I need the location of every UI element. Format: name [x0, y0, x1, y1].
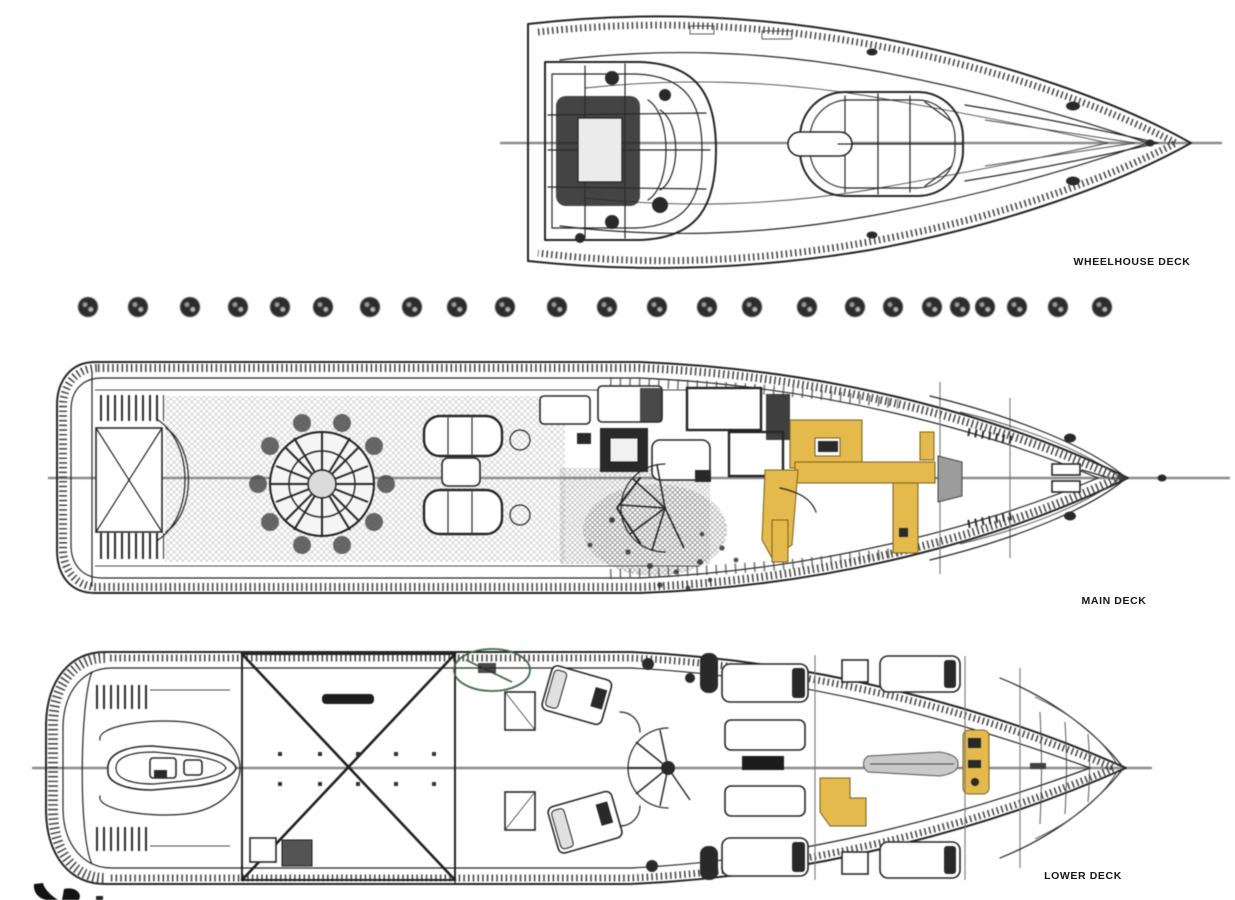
frame-number-marker: [447, 297, 467, 317]
frame-number-marker: [647, 297, 667, 317]
bow-lines: [964, 104, 1159, 182]
frame-number-marker: [1048, 297, 1068, 317]
frame-number-marker: [1092, 297, 1112, 317]
bow-frames: [964, 656, 1123, 880]
hull-outline: [56, 361, 1129, 594]
cleat: [1064, 511, 1076, 521]
keel-mark: [1030, 763, 1046, 769]
frame-number-marker: [180, 297, 200, 317]
lower-deck-plan: [32, 648, 1152, 885]
frame-number-marker: [270, 297, 290, 317]
frame-number-marker: [883, 297, 903, 317]
bed: [721, 663, 809, 703]
frame-number-marker: [360, 297, 380, 317]
frame-number-marker: [1007, 297, 1027, 317]
bed: [721, 837, 809, 877]
deck-speckles: [587, 517, 739, 591]
windlass-platform: [937, 455, 963, 503]
window-mullions: [609, 377, 899, 409]
lower-deck-label: LOWER DECK: [1044, 870, 1122, 882]
wheelhouse-deck-label: WHEELHOUSE DECK: [1073, 256, 1191, 268]
cleat: [866, 48, 878, 56]
cleat: [866, 231, 878, 239]
crossed-hatch-box: [95, 427, 163, 533]
cutoff-text-marks: [33, 883, 103, 900]
deck-texture: [583, 484, 727, 576]
cleat: [1066, 176, 1080, 186]
tender: [99, 720, 241, 816]
hull-outline: [527, 15, 1192, 269]
frame-number-marker: [228, 297, 248, 317]
pillar: [700, 653, 718, 693]
cleat: [1066, 101, 1080, 111]
spiral-stairs-lower: [627, 727, 691, 809]
frame-number-marker: [742, 297, 762, 317]
mid-cabins: [721, 655, 816, 880]
stern-hatching: [48, 653, 106, 883]
sheer-line-2: [584, 81, 1109, 205]
main-deck-label: MAIN DECK: [1081, 595, 1147, 607]
wheelhouse-deck-plan: [500, 15, 1222, 269]
engine-room-box: [240, 652, 457, 882]
bed: [724, 719, 806, 751]
frame-number-marker: [128, 297, 148, 317]
green-outline-area: [453, 648, 531, 692]
bed: [879, 841, 961, 879]
frame-number-marker: [975, 297, 995, 317]
door-swing: [619, 805, 641, 827]
frame-number-marker: [845, 297, 865, 317]
salon-furniture: [539, 385, 790, 482]
engine-room-label-blur: [322, 694, 374, 704]
bed: [879, 655, 961, 693]
crew-area: [819, 655, 990, 879]
helm-seat: [577, 117, 623, 183]
centerline-dots: [278, 752, 436, 786]
aft-sofa-group: [422, 414, 531, 536]
frame-number-marker: [78, 297, 98, 317]
frame-number-marker: [313, 297, 333, 317]
deck-hatch-detail: [689, 25, 715, 35]
frame-number-marker: [495, 297, 515, 317]
dark-console: [742, 756, 784, 770]
bow-fitting: [1157, 474, 1167, 482]
transom-seat-arc: [165, 427, 190, 533]
bed: [724, 785, 806, 817]
frame-number-marker: [950, 297, 970, 317]
gunwale-hatching: [59, 364, 1128, 591]
transom-arc: [81, 671, 93, 865]
galley-highlight: [761, 419, 936, 563]
foredeck-sunpad: [787, 91, 964, 197]
door-swing: [619, 711, 641, 733]
bow-details: [929, 395, 1167, 561]
wheelhouse-structure: [544, 61, 717, 243]
frame-number-marker: [597, 297, 617, 317]
frame-number-marker: [797, 297, 817, 317]
bow-fitting: [1145, 139, 1155, 147]
spiral-stairs: [616, 463, 685, 553]
guest-cabins: [453, 648, 641, 854]
dining-table: [249, 414, 395, 554]
coffee-table: [441, 457, 481, 487]
inner-hull: [62, 667, 1091, 869]
frame-number-marker: [402, 297, 422, 317]
frame-number-marker: [697, 297, 717, 317]
main-deck-plan: [48, 361, 1230, 594]
window-mullions: [609, 547, 899, 579]
frame-number-marker: [922, 297, 942, 317]
transom-seat-arc: [157, 419, 186, 541]
deck-hatch-detail: [761, 30, 793, 40]
pillar: [700, 846, 718, 880]
cleat: [1064, 433, 1076, 443]
inner-bulwark: [70, 377, 1099, 579]
crew-highlight: [819, 777, 867, 827]
frame-number-marker: [547, 297, 567, 317]
